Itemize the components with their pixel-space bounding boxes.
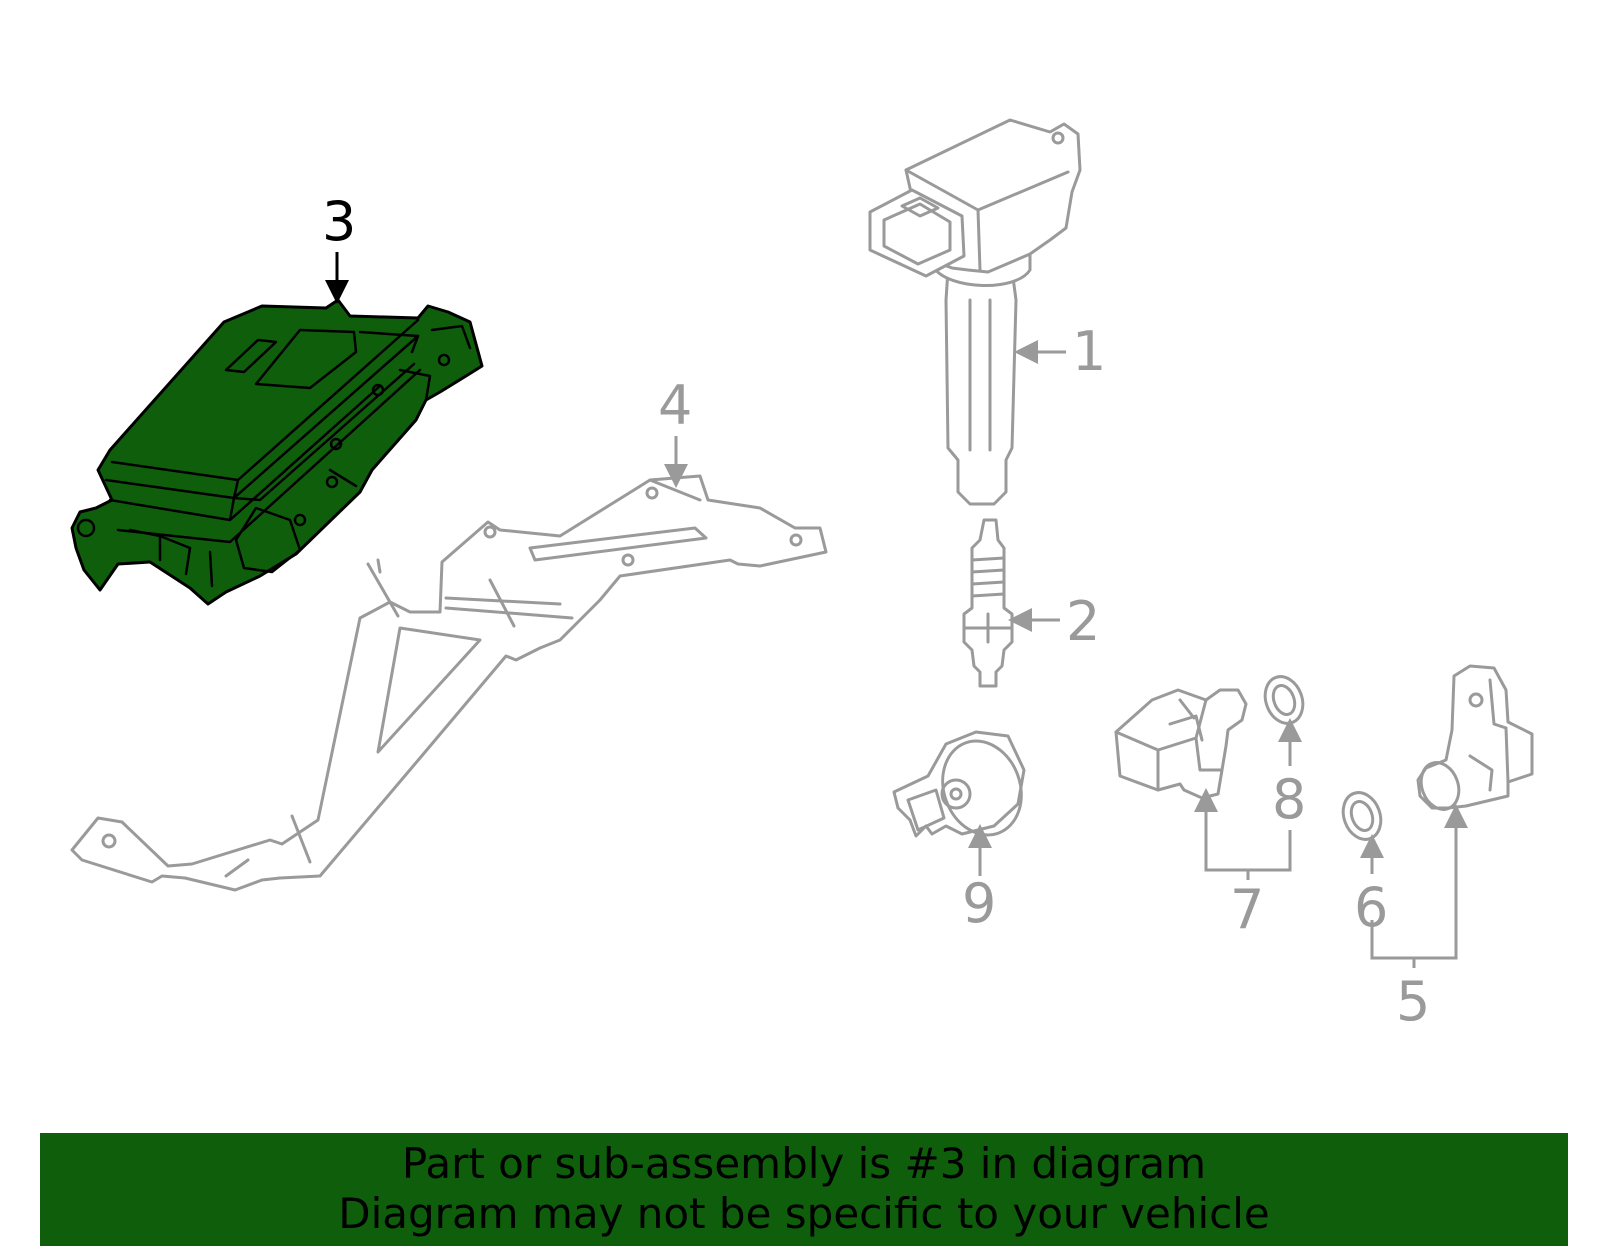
part-4-bracket[interactable] xyxy=(70,474,828,892)
part-5-cam-sensor[interactable] xyxy=(1415,664,1534,815)
callout-7: 7 xyxy=(1230,878,1264,941)
callout-5: 5 xyxy=(1396,970,1430,1033)
banner-line-1: Part or sub-assembly is #3 in diagram xyxy=(401,1139,1207,1188)
callout-8: 8 xyxy=(1272,768,1306,831)
banner-line-2: Diagram may not be specific to your vehi… xyxy=(338,1189,1270,1238)
part-8-o-ring[interactable] xyxy=(1259,671,1309,728)
callout-1: 1 xyxy=(1072,320,1106,383)
part-7-sensor[interactable] xyxy=(1114,688,1248,800)
part-9-knock-sensor[interactable] xyxy=(892,730,1034,846)
info-banner: Part or sub-assembly is #3 in diagram Di… xyxy=(40,1133,1568,1246)
callout-2: 2 xyxy=(1066,590,1100,653)
part-6-o-ring[interactable] xyxy=(1337,787,1387,844)
callout-9: 9 xyxy=(962,872,996,935)
callout-6: 6 xyxy=(1354,876,1388,939)
callout-3: 3 xyxy=(322,190,356,253)
callout-4: 4 xyxy=(658,374,692,437)
part-1-ignition-coil[interactable] xyxy=(868,118,1082,506)
part-2-spark-plug[interactable] xyxy=(962,518,1014,688)
part-3-ecu[interactable] xyxy=(70,298,484,606)
